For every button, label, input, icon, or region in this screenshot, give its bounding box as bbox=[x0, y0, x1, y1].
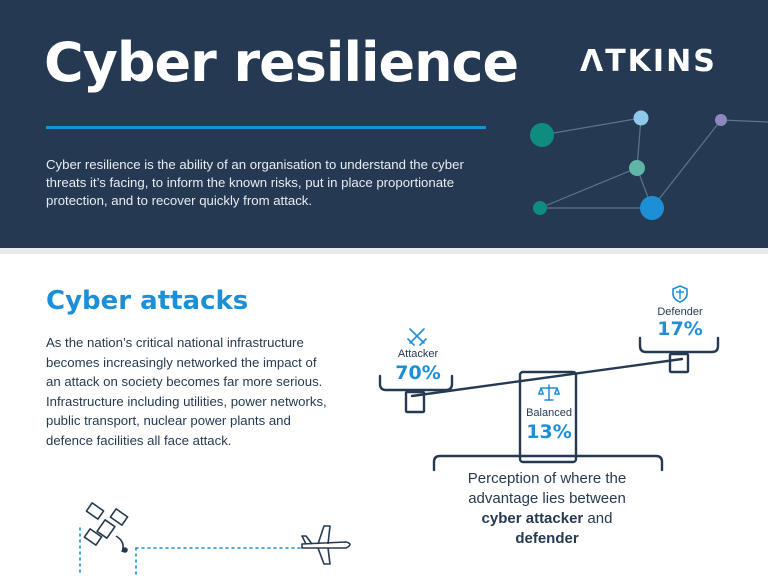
scale-pillar bbox=[518, 370, 578, 464]
network-graphic bbox=[530, 110, 768, 220]
network-node bbox=[533, 201, 547, 215]
scale-base bbox=[432, 454, 664, 472]
attacker-pan-stem bbox=[404, 390, 426, 414]
network-node bbox=[629, 160, 645, 176]
balanced-value: 13% bbox=[526, 421, 572, 443]
caption-line-1: Perception of where the bbox=[467, 470, 627, 487]
network-node bbox=[530, 123, 554, 147]
scale-caption: Perception of where the advantage lies b… bbox=[442, 469, 652, 549]
defender-label: Defender bbox=[657, 306, 703, 318]
network-node bbox=[715, 114, 727, 126]
caption-defender: defender bbox=[515, 530, 579, 547]
hero-banner: Cyber resilience ΛTKINS Cyber resilience… bbox=[0, 0, 768, 248]
balanced-label: Balanced bbox=[526, 407, 572, 419]
network-node bbox=[633, 110, 649, 126]
defender-pan bbox=[638, 336, 720, 354]
satellite-icon bbox=[83, 502, 129, 553]
section-title: Cyber attacks bbox=[46, 286, 249, 316]
shield-icon bbox=[672, 285, 688, 303]
caption-line-4: defender bbox=[442, 529, 652, 549]
scales-icon bbox=[538, 384, 560, 401]
crossed-swords-icon bbox=[407, 328, 427, 346]
atkins-logo: ΛTKINS bbox=[580, 44, 717, 79]
caption-line-2: advantage lies between bbox=[468, 490, 626, 507]
network-node bbox=[640, 196, 664, 220]
infrastructure-illustration bbox=[79, 502, 351, 576]
attacker-value: 70% bbox=[395, 362, 441, 384]
section-body: As the nation’s critical national infras… bbox=[46, 335, 327, 448]
hero-description: Cyber resilience is the ability of an or… bbox=[46, 157, 464, 208]
caption-line-3: cyber attacker and bbox=[442, 509, 652, 529]
caption-attacker: cyber attacker bbox=[481, 510, 584, 527]
attacker-label: Attacker bbox=[397, 348, 439, 360]
defender-value: 17% bbox=[657, 318, 703, 340]
section-divider bbox=[0, 248, 768, 254]
defender-pan-stem bbox=[668, 352, 690, 374]
aeroplane-icon bbox=[301, 525, 351, 565]
title-divider bbox=[46, 126, 486, 129]
page-title: Cyber resilience bbox=[44, 31, 519, 94]
balance-scale-graphic bbox=[378, 336, 720, 472]
scale-beam bbox=[410, 357, 684, 398]
attacker-pan bbox=[378, 374, 454, 392]
caption-and: and bbox=[583, 510, 613, 527]
